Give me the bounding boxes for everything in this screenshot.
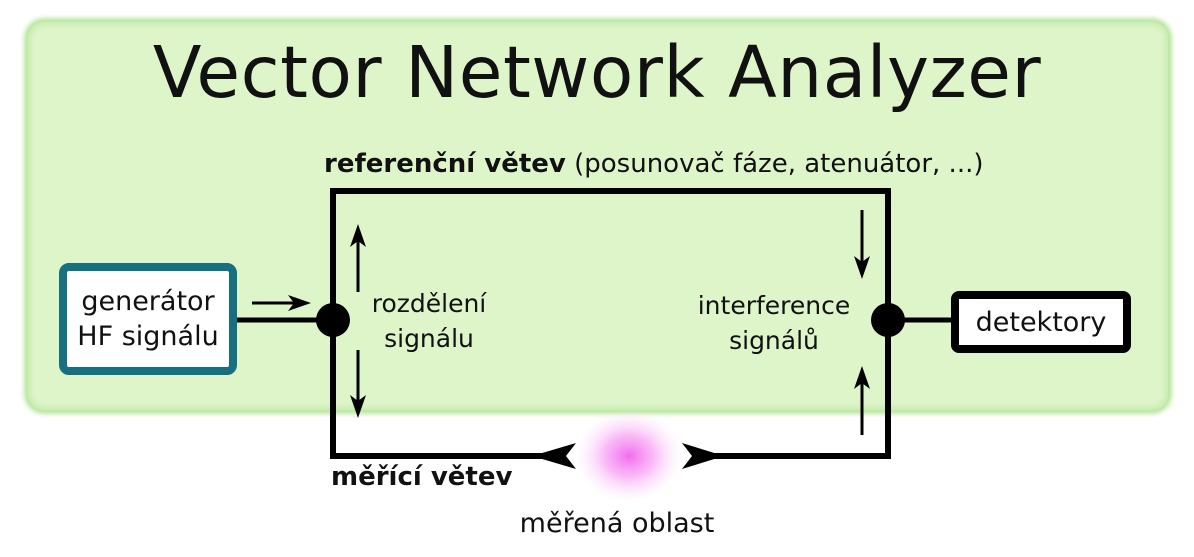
- generator-box: generátor HF signálu: [59, 263, 237, 375]
- measurement-branch-path-return: [700, 320, 891, 459]
- arrow-measurement-up: [854, 366, 870, 435]
- signal-splitting-label: rozdělení signálu: [354, 286, 504, 356]
- measurement-arrowhead-left: [532, 443, 576, 469]
- measured-area-label: měřená oblast: [519, 508, 715, 539]
- reference-branch-name: referenční větev: [324, 149, 566, 179]
- arrow-split-down: [350, 350, 366, 418]
- interference-line1: interference: [697, 291, 851, 320]
- detector-box: detektory: [951, 291, 1131, 353]
- arrow-reference-down: [854, 210, 870, 279]
- reference-branch-label: referenční větev (posunovač fáze, atenuá…: [324, 147, 984, 181]
- detector-label: detektory: [975, 306, 1107, 338]
- arrow-generator-to-splitter: [252, 295, 311, 311]
- generator-label-line2: HF signálu: [77, 321, 219, 352]
- measured-area-glow: [575, 410, 683, 502]
- measurement-branch-label: měřící větev: [331, 462, 513, 492]
- signal-interference-label: interference signálů: [676, 288, 872, 358]
- measured-area-label-wrap: měřená oblast: [0, 508, 1194, 539]
- measurement-branch-path: [330, 320, 560, 459]
- diagram-title: Vector Network Analyzer: [152, 31, 1042, 114]
- reference-branch-path: [330, 188, 891, 320]
- arrow-split-up: [350, 224, 366, 292]
- generator-label-line1: generátor: [81, 286, 215, 317]
- splitter-node: [316, 303, 350, 337]
- reference-branch-detail: (posunovač fáze, atenuátor, ...): [574, 149, 984, 179]
- splitting-line2: signálu: [384, 324, 474, 353]
- interference-node: [871, 303, 905, 337]
- interference-line2: signálů: [729, 326, 819, 355]
- measurement-arrowhead-right: [682, 443, 724, 469]
- splitting-line1: rozdělení: [371, 289, 487, 318]
